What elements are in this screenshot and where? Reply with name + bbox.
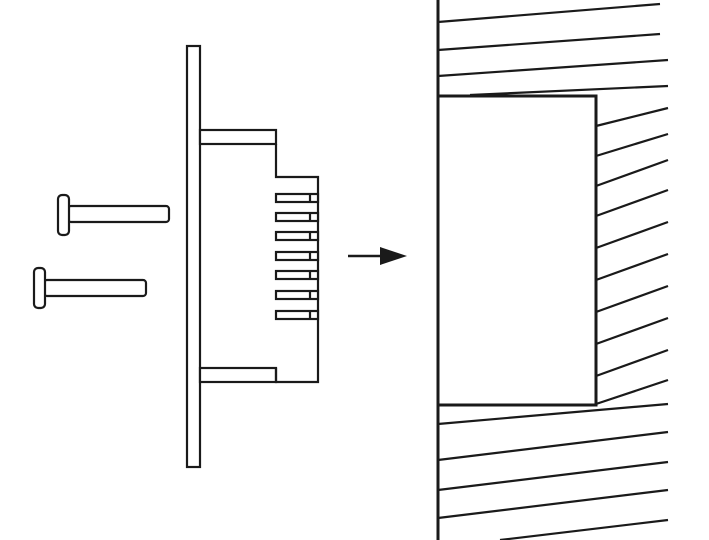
screw-shank [42, 278, 148, 298]
hatch-line [437, 460, 669, 492]
hatch-line [437, 2, 661, 24]
terminal-fin [274, 269, 320, 281]
device-body [274, 144, 320, 384]
hatch-line [595, 132, 669, 158]
hatch-line [595, 378, 669, 406]
hatch-line [499, 518, 669, 540]
front-plate [185, 44, 202, 469]
hatch-line [595, 158, 669, 188]
hatch-line [437, 58, 669, 78]
terminal-fin [274, 211, 320, 223]
terminal-fin [274, 289, 320, 301]
hatch-line [437, 402, 669, 426]
hatch-line [595, 220, 669, 250]
arrow-head [380, 247, 407, 265]
device-panel-side-view [185, 44, 320, 469]
hatch-line [437, 32, 661, 52]
hatch-line [469, 84, 669, 97]
terminal-fin [274, 250, 320, 262]
screw-shank [66, 204, 171, 224]
screw-head [56, 193, 71, 237]
screw-head [32, 266, 47, 310]
hatch-line [437, 488, 669, 520]
hatch-line [595, 348, 669, 378]
hatch-line [595, 316, 669, 346]
mounting-screw-lower [32, 266, 148, 310]
mounting-screw-upper [56, 193, 171, 237]
terminal-fin [274, 309, 320, 321]
hatch-line [437, 430, 669, 462]
terminal-fin [274, 192, 320, 204]
hatch-line [595, 106, 669, 128]
hatch-line [595, 284, 669, 314]
wall-hatching [437, 2, 669, 540]
terminal-fins [274, 192, 320, 321]
hatch-line [595, 188, 669, 218]
insertion-arrow [348, 247, 407, 265]
wall-recess [436, 94, 598, 407]
hatch-line [595, 252, 669, 282]
recess-outline [436, 94, 598, 407]
lower-bracket [198, 366, 278, 384]
mounting-screws [32, 193, 171, 310]
upper-bracket [198, 128, 278, 146]
terminal-fin [274, 230, 320, 242]
